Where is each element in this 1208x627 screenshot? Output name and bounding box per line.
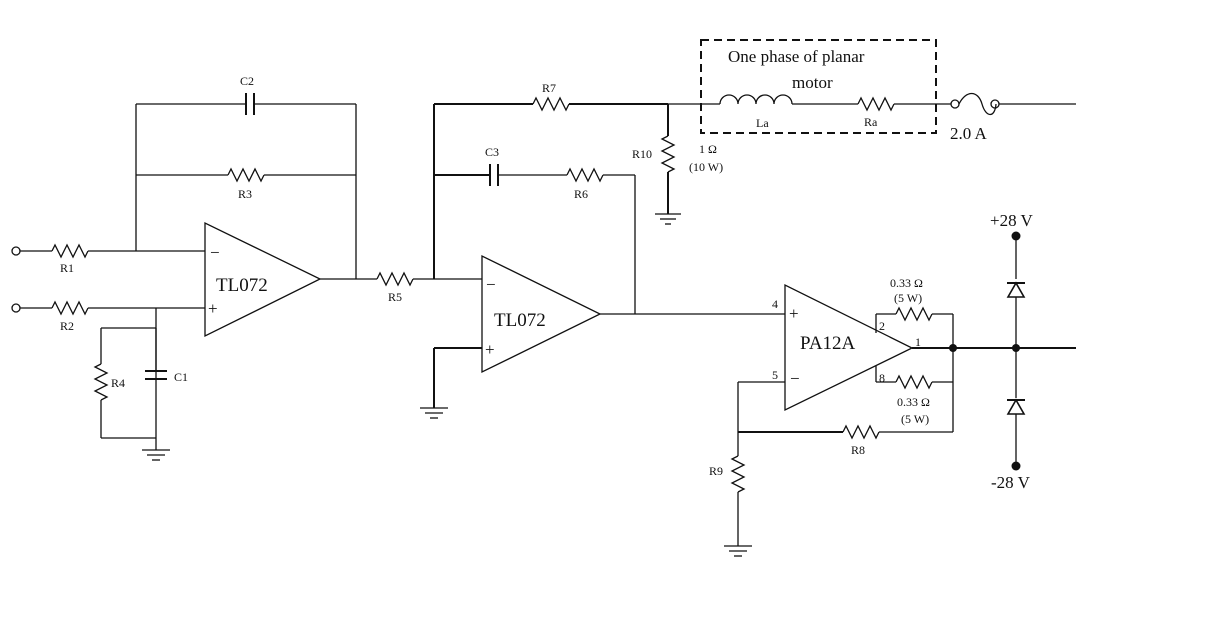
motor-box-line1: One phase of planar [728, 47, 865, 66]
label-plus-28v: +28 V [990, 211, 1034, 230]
pin-5: 5 [772, 368, 778, 382]
resistor-r8 [842, 424, 880, 440]
motor-phase: One phase of planar motor La Ra 2.0 A [668, 39, 1076, 143]
fuse-symbol [958, 92, 997, 116]
label-ra: Ra [864, 115, 878, 129]
label-minus-28v: -28 V [991, 473, 1031, 492]
opamp-plus-sign: + [789, 304, 799, 323]
diode-lower [1006, 398, 1026, 415]
label-r8: R8 [851, 443, 865, 457]
junction-dot [949, 344, 957, 352]
label-la: La [756, 116, 769, 130]
label-r6: R6 [574, 187, 588, 201]
label-rs-top-value: 0.33 Ω [890, 276, 923, 290]
label-r7: R7 [542, 81, 556, 95]
motor-phase-box [700, 39, 937, 134]
label-r5: R5 [388, 290, 402, 304]
pin-8: 8 [879, 371, 885, 385]
pin-4: 4 [772, 297, 778, 311]
ground-symbol [655, 213, 681, 225]
label-r3: R3 [238, 187, 252, 201]
label-c2: C2 [240, 74, 254, 88]
resistor-r5 [376, 271, 414, 287]
resistor-r7 [532, 96, 570, 112]
controller-stage: R5 R7 C3 R6 R10 1 Ω (10 W) [376, 81, 785, 419]
protection-diodes: +28 V -28 V [990, 211, 1034, 492]
label-r2: R2 [60, 319, 74, 333]
opamp-tl072-first [204, 221, 322, 338]
opamp-tl072-second [481, 254, 602, 374]
ground-symbol [420, 407, 448, 419]
resistor-ra [857, 96, 895, 112]
fuse-terminal [990, 99, 1000, 109]
input-terminal-2 [11, 303, 21, 313]
label-rs-bot-value: 0.33 Ω [897, 395, 930, 409]
opamp-label-u3: PA12A [800, 333, 856, 354]
label-r10-value: 1 Ω [699, 142, 717, 156]
pin-2: 2 [879, 319, 885, 333]
label-c3: C3 [485, 145, 499, 159]
opamp-minus-sign: − [790, 369, 800, 388]
ground-symbol [142, 449, 170, 461]
label-r10-power: (10 W) [689, 160, 723, 174]
opamp-minus-sign: − [210, 243, 220, 262]
motor-box-line2: motor [792, 73, 833, 92]
label-rs-bot-power: (5 W) [901, 412, 929, 426]
label-rs-top-power: (5 W) [894, 291, 922, 305]
input-terminal-1 [11, 246, 21, 256]
resistor-r6 [566, 167, 604, 183]
resistor-r4 [93, 363, 109, 401]
ground-symbol [724, 545, 752, 557]
label-r1: R1 [60, 261, 74, 275]
label-r10: R10 [632, 147, 652, 161]
label-r4: R4 [111, 376, 125, 390]
supply-terminal-negative [1011, 461, 1021, 471]
fuse-terminal [950, 99, 960, 109]
resistor-r2 [51, 300, 89, 316]
diode-upper [1006, 281, 1026, 298]
input-stage: R1 R2 C2 R3 R4 C1 [11, 74, 377, 461]
opamp-plus-sign: + [208, 299, 218, 318]
label-c1: C1 [174, 370, 188, 384]
label-fuse: 2.0 A [950, 124, 988, 143]
pin-1: 1 [915, 335, 921, 349]
resistor-r9 [730, 455, 746, 493]
opamp-pa12a [784, 283, 914, 412]
opamp-plus-sign: + [485, 340, 495, 359]
inductor-la [719, 94, 793, 105]
resistor-current-limit-top [895, 306, 933, 322]
resistor-r10 [660, 135, 676, 173]
opamp-label-u2: TL072 [494, 310, 546, 331]
power-stage: + − PA12A 4 5 2 8 1 0.33 Ω (5 W) 0.33 Ω … [709, 276, 1076, 557]
resistor-r1 [51, 243, 89, 259]
resistor-current-limit-bottom [895, 374, 933, 390]
label-r9: R9 [709, 464, 723, 478]
opamp-minus-sign: − [486, 275, 496, 294]
opamp-label-u1: TL072 [216, 275, 268, 296]
resistor-r3 [227, 167, 265, 183]
